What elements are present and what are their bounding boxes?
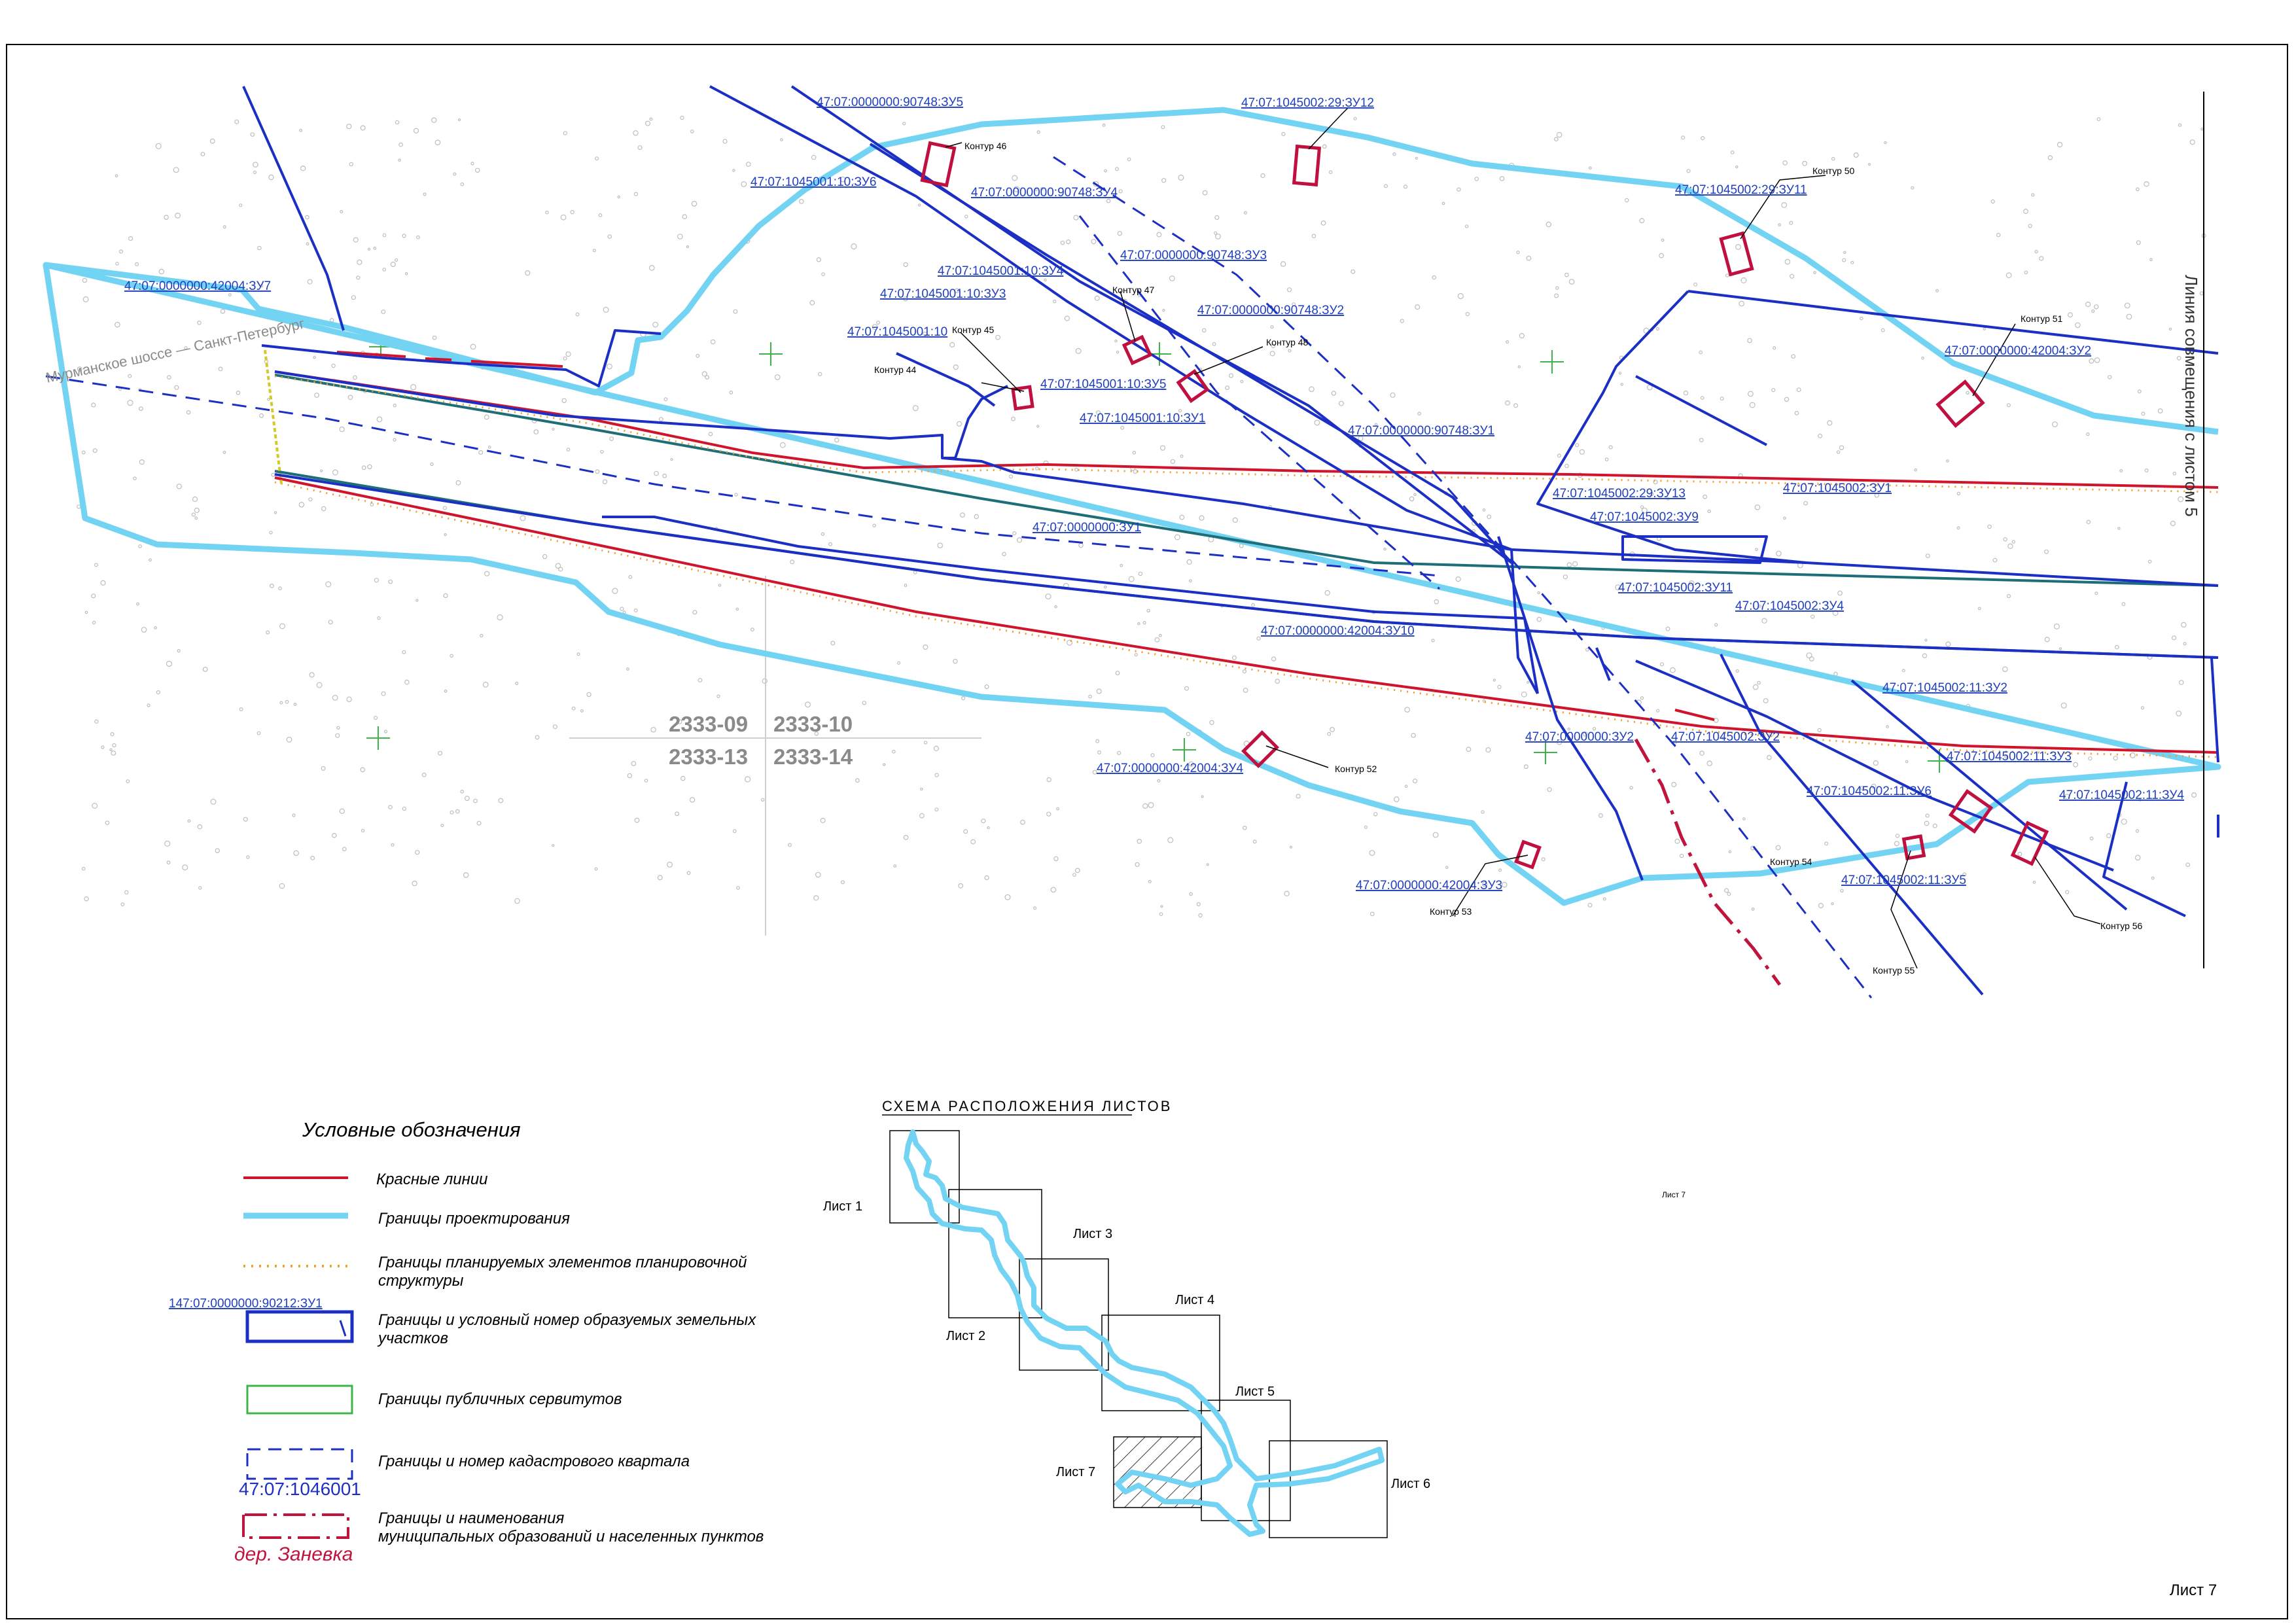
- scheme-sheet-3: [1019, 1258, 1109, 1371]
- parcel-label: 47:07:1045002:11:ЗУ3: [1947, 750, 2072, 764]
- kontur-label: Контур 45: [952, 325, 995, 335]
- parcel-label: 47:07:1045002:ЗУ9: [1590, 510, 1699, 524]
- scheme-sheet-label: Лист 2: [946, 1329, 985, 1343]
- kontur-label: Контур 54: [1770, 856, 1812, 867]
- legend-item: Границы планируемых элементов планировоч…: [378, 1254, 747, 1290]
- kontur-label: Контур 55: [1873, 965, 1915, 976]
- topographic-background: [77, 115, 2206, 918]
- kontur-label: Контур 52: [1335, 764, 1377, 774]
- legend-item: Красные линии: [376, 1171, 488, 1188]
- scheme-sheet-label: Лист 7: [1056, 1465, 1095, 1479]
- parcel-label: 47:07:0000000:ЗУ2: [1525, 730, 1634, 744]
- legend-item: Границы и условный номер образуемых земе…: [377, 1311, 756, 1347]
- side-label: Линия совмещения с листом 5: [2181, 275, 2201, 517]
- map-grid-labels: 2333-09 2333-10 2333-13 2333-14: [669, 712, 853, 769]
- kontur-label: Контур 48: [1266, 337, 1309, 347]
- parcel-labels: 47:07:0000000:90748:ЗУ5 47:07:1045002:29:…: [124, 96, 2184, 892]
- parcel-label: 47:07:0000000:42004:ЗУ3: [1356, 879, 1502, 892]
- legend-settlement-sample: дер. Заневка: [234, 1544, 353, 1565]
- parcel-label: 47:07:1045002:11:ЗУ2: [1882, 681, 2007, 695]
- parcel-label: 47:07:0000000:90748:ЗУ3: [1120, 249, 1267, 262]
- scheme-sheet-label: Лист 1: [823, 1199, 862, 1214]
- parcel-label: 47:07:1045001:10:ЗУ6: [751, 175, 876, 189]
- legend-item: Границы публичных сервитутов: [378, 1390, 622, 1408]
- sheet-frame: [6, 44, 2288, 1619]
- parcel-label: 47:07:0000000:90748:ЗУ2: [1197, 304, 1344, 317]
- parcel-label: 47:07:1045002:29:ЗУ12: [1241, 96, 1374, 110]
- legend-parcel-sample: 147:07:0000000:90212:ЗУ1: [169, 1297, 323, 1311]
- legend-title: Условные обозначения: [302, 1118, 521, 1141]
- parcel-label: 47:07:1045001:10:ЗУ3: [880, 287, 1006, 301]
- kontur-label: Контур 44: [874, 364, 917, 375]
- parcel-label: 47:07:0000000:ЗУ1: [1033, 521, 1141, 535]
- kontur-label: Контур 50: [1812, 166, 1855, 176]
- scheme-sheet-label: Лист 6: [1391, 1477, 1430, 1491]
- road-label: Мурманское шоссе — Санкт-Петербург: [44, 315, 306, 386]
- legend-item: Границы проектирования: [378, 1210, 570, 1227]
- kontur-label: Контур 51: [2021, 313, 2063, 324]
- parcel-label: 47:07:1045002:11:ЗУ4: [2059, 788, 2184, 802]
- cadastral-quarter: [45, 156, 1873, 998]
- planning-elements: [264, 349, 2219, 758]
- scheme-route: [904, 1129, 1385, 1537]
- sheet-number: Лист 7: [2170, 1581, 2217, 1599]
- legend: Условные обозначения Красные линии Грани…: [169, 1118, 764, 1565]
- scheme-sheet-label: Лист 5: [1235, 1385, 1275, 1399]
- grid-label: 2333-09: [669, 712, 748, 736]
- settlement-boundary: [1634, 738, 1782, 986]
- legend-item: Границы и номер кадастрового квартала: [378, 1453, 690, 1470]
- grid-label: 2333-10: [773, 712, 853, 736]
- parcel-label: 47:07:1045002:ЗУ11: [1618, 581, 1733, 595]
- legend-quarter-sample: 47:07:1046001: [239, 1479, 361, 1499]
- grid-label: 2333-14: [773, 745, 853, 769]
- parcel-boundaries: [242, 85, 2219, 996]
- parcel-label: 47:07:1045001:10: [847, 325, 947, 339]
- scheme-title: СХЕМА РАСПОЛОЖЕНИЯ ЛИСТОВ: [882, 1098, 1172, 1114]
- parcel-label: 47:07:1045002:29:ЗУ13: [1553, 487, 1686, 501]
- parcel-label: 47:07:1045001:10:ЗУ5: [1040, 378, 1166, 391]
- map-area: 2333-09 2333-10 2333-13 2333-14 Мурманск…: [43, 85, 2221, 998]
- parcel-label: 47:07:1045002:ЗУ4: [1735, 599, 1844, 613]
- kontur-labels: Контур 46 Контур 50 Контур 47 Контур 45 Конт…: [874, 141, 2143, 976]
- sheet-scheme: СХЕМА РАСПОЛОЖЕНИЯ ЛИСТОВ Лист 1 Лист 2 …: [823, 1098, 1686, 1538]
- scheme-sheet-1: [889, 1130, 960, 1224]
- red-lines: [274, 351, 2219, 754]
- kontur-label: Контур 46: [964, 141, 1007, 151]
- parcel-label: 47:07:0000000:42004:ЗУ4: [1097, 762, 1244, 775]
- kontur-label: Контур 56: [2100, 921, 2143, 931]
- kontur-boxes: [920, 141, 2049, 870]
- scheme-current-marker: Лист 7: [1662, 1190, 1686, 1199]
- kontur-label: Контур 53: [1430, 906, 1472, 917]
- parcel-label: 47:07:1045002:29:ЗУ11: [1675, 183, 1807, 197]
- railway-line: [274, 470, 2219, 659]
- scheme-sheet-label: Лист 3: [1073, 1227, 1112, 1241]
- parcel-label: 47:07:0000000:42004:ЗУ7: [124, 279, 271, 293]
- scheme-sheet-6: [1269, 1440, 1388, 1538]
- parcel-label: 47:07:1045002:11:ЗУ6: [1807, 785, 1932, 798]
- parcel-label: 47:07:1045001:10:ЗУ4: [938, 264, 1064, 278]
- leader-lines: [945, 107, 2101, 969]
- railway-line: [274, 374, 2219, 587]
- scheme-sheet-2: [948, 1189, 1042, 1318]
- parcel-label: 47:07:1045001:10:ЗУ1: [1080, 412, 1205, 425]
- parcel-label: 47:07:0000000:90748:ЗУ4: [971, 186, 1118, 200]
- parcel-label: 47:07:1045002:ЗУ1: [1783, 482, 1892, 495]
- parcel-label: 47:07:0000000:42004:ЗУ2: [1945, 344, 2091, 358]
- parcel-label: 47:07:0000000:90748:ЗУ5: [817, 96, 963, 109]
- parcel-label: 47:07:1045002:ЗУ2: [1671, 730, 1780, 744]
- kontur-label: Контур 47: [1112, 285, 1155, 295]
- parcel-label: 47:07:1045002:11:ЗУ5: [1841, 874, 1966, 887]
- parcel-label: 47:07:0000000:42004:ЗУ10: [1261, 624, 1415, 638]
- grid-label: 2333-13: [669, 745, 748, 769]
- parcel-label: 47:07:0000000:90748:ЗУ1: [1348, 424, 1494, 438]
- scheme-sheet-label: Лист 4: [1175, 1293, 1214, 1307]
- scheme-sheet-4: [1101, 1315, 1220, 1411]
